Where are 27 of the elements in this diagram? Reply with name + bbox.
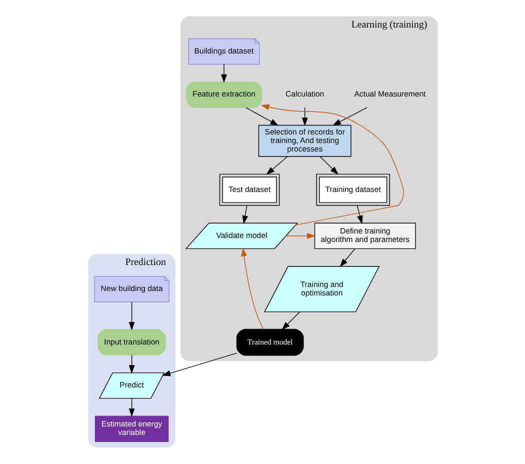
arrow bbox=[245, 107, 278, 126]
node-box: Trained model bbox=[236, 328, 304, 356]
arrow bbox=[242, 205, 248, 224]
arrow bbox=[128, 354, 134, 374]
arrow bbox=[220, 64, 226, 83]
arrow bbox=[281, 312, 300, 330]
node-text: Actual Measurement bbox=[354, 90, 426, 99]
arrow bbox=[319, 156, 338, 175]
node-text: Calculation bbox=[285, 90, 324, 99]
node-box: Define training algorithm and parameters bbox=[314, 222, 416, 250]
node-box: Estimated energy variable bbox=[94, 416, 168, 442]
node-box: Training dataset bbox=[316, 174, 390, 206]
node-box: Feature extraction bbox=[186, 82, 262, 108]
arrow bbox=[332, 107, 367, 126]
arrow bbox=[301, 107, 308, 126]
node-box: Test dataset bbox=[218, 174, 280, 206]
node-box: Selection of records for training, And testing processes bbox=[258, 124, 351, 157]
arrow bbox=[356, 205, 362, 224]
arrow bbox=[266, 156, 288, 175]
arrow bbox=[260, 104, 404, 226]
arrow bbox=[161, 352, 237, 376]
arrow bbox=[128, 398, 134, 417]
node-box: Input translation bbox=[97, 329, 166, 356]
arrow bbox=[285, 232, 316, 239]
arrow bbox=[240, 248, 264, 330]
arrow bbox=[339, 248, 355, 268]
arrow bbox=[128, 302, 134, 330]
